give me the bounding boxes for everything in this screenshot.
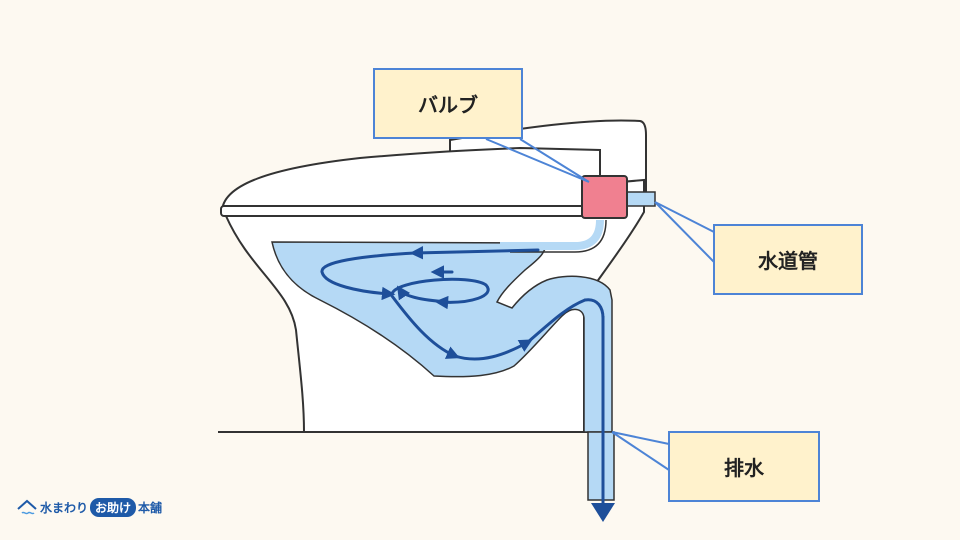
rim-channel xyxy=(500,219,604,250)
flow-arrow-trap xyxy=(583,298,605,320)
toilet-lid xyxy=(220,146,601,213)
leader-pipe xyxy=(654,201,715,263)
flow-arrow-rim xyxy=(409,246,540,260)
valve-label: バルブ xyxy=(373,68,523,139)
water-pipe-label: 水道管 xyxy=(713,224,863,295)
drain-label: 排水 xyxy=(668,431,820,502)
house-icon xyxy=(17,499,37,514)
toilet-seat xyxy=(220,205,594,217)
drain-arrowhead xyxy=(591,503,615,522)
valve xyxy=(581,175,628,219)
flow-arrow-bottom xyxy=(453,339,533,361)
flow-arrow-loop-lower xyxy=(390,277,490,310)
leader-drain xyxy=(611,431,670,471)
logo-text-part3: 本舗 xyxy=(138,501,163,515)
flow-arrow-up xyxy=(526,298,587,344)
water-supply-pipe xyxy=(626,191,656,207)
flow-arrow-down xyxy=(390,294,460,359)
logo-text-part1: 水まわり xyxy=(40,501,89,515)
rim-channel-outline xyxy=(510,219,607,253)
flow-arrows xyxy=(320,246,605,361)
flow-arrow-loop-upper xyxy=(320,251,417,301)
flow-arrow-inner xyxy=(396,285,450,304)
logo-text-part2: お助け xyxy=(90,498,137,517)
brand-logo: 水まわり お助け 本舗 xyxy=(16,498,162,517)
leader-valve xyxy=(485,138,590,183)
drain-pipe xyxy=(587,431,615,501)
